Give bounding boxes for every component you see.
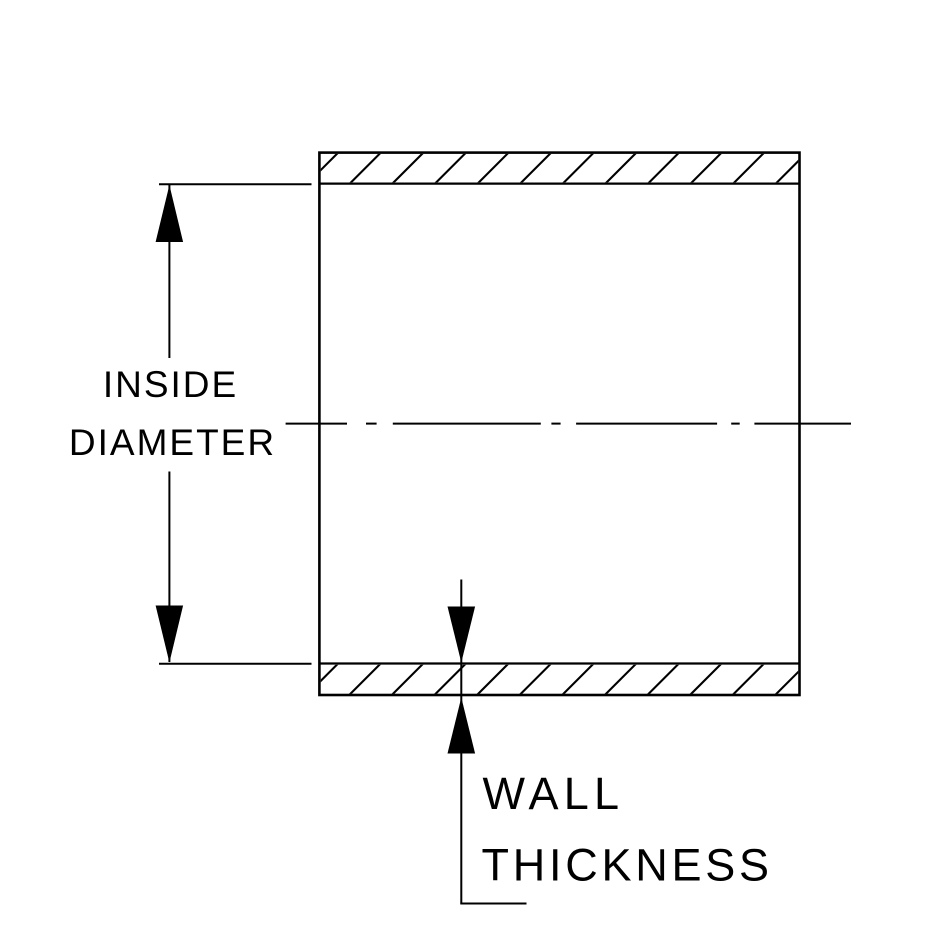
svg-text:DIAMETER: DIAMETER [69, 422, 276, 463]
svg-text:THICKNESS: THICKNESS [482, 840, 773, 891]
svg-text:INSIDE: INSIDE [103, 364, 238, 405]
svg-text:WALL: WALL [483, 768, 625, 819]
